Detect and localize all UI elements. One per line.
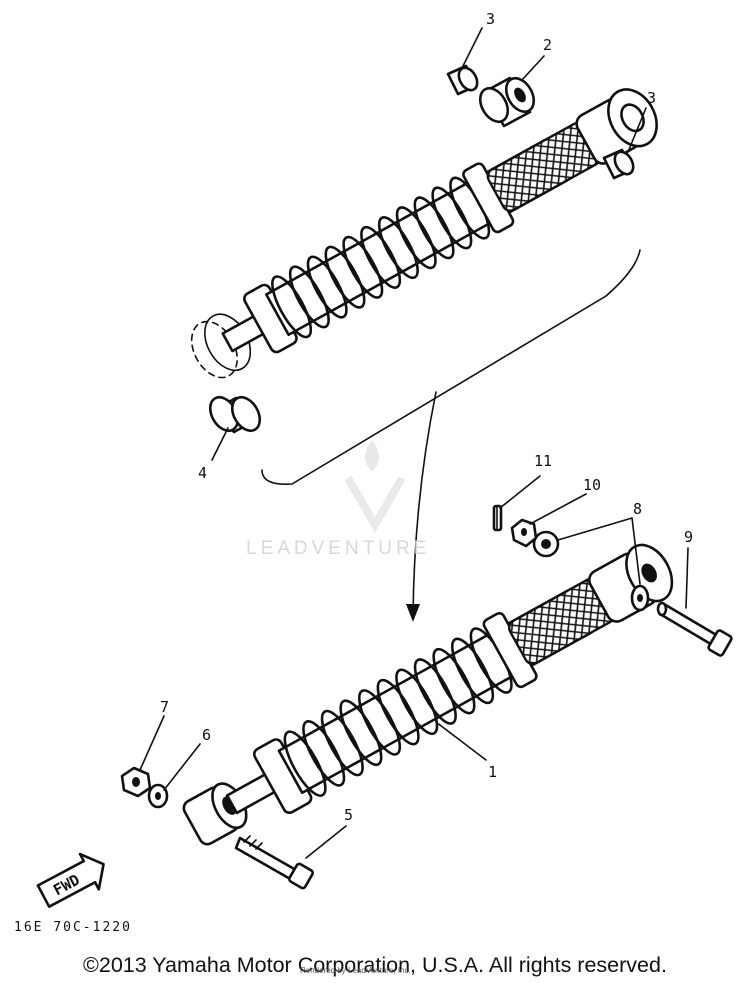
callout-2: 2 bbox=[543, 36, 552, 54]
spring-coil bbox=[377, 216, 419, 280]
callout-3-left: 3 bbox=[486, 10, 495, 28]
lower-shock-absorber-part-1 bbox=[182, 543, 674, 846]
cotter-pin-part-11 bbox=[492, 504, 503, 532]
spring-coil bbox=[283, 730, 327, 797]
watermark-logo bbox=[344, 440, 406, 534]
spring-coil bbox=[395, 668, 439, 736]
spring-coil bbox=[376, 678, 420, 746]
callout-5: 5 bbox=[344, 806, 353, 824]
callout-11: 11 bbox=[534, 452, 552, 470]
lower-bolt-part-5 bbox=[234, 835, 314, 890]
callout-6: 6 bbox=[202, 726, 211, 744]
watermark-text: LEADVENTURE bbox=[246, 538, 431, 559]
callout-4: 4 bbox=[198, 464, 207, 482]
spring-coil bbox=[288, 265, 330, 329]
callout-1: 1 bbox=[488, 763, 497, 781]
spring-coil bbox=[413, 196, 455, 260]
forward-direction-arrow: FWD bbox=[36, 852, 105, 908]
leader-lines bbox=[139, 27, 689, 859]
callout-9: 9 bbox=[684, 528, 693, 546]
upper-coil-spring bbox=[271, 176, 491, 339]
copyright-notice: ©2013 Yamaha Motor Corporation, U.S.A. A… bbox=[83, 953, 667, 977]
spring-coil bbox=[432, 647, 476, 715]
spring-coil bbox=[451, 637, 495, 705]
washer-part-8-upper bbox=[532, 530, 560, 558]
spring-coil bbox=[320, 709, 364, 777]
lower-bushing-part-4 bbox=[208, 395, 262, 434]
callout-8: 8 bbox=[633, 500, 642, 518]
spring-coil bbox=[342, 235, 384, 299]
upper-bushing-part-2 bbox=[478, 76, 536, 128]
nut-part-7 bbox=[120, 766, 152, 798]
drawing-code: 16E 70C-1220 bbox=[14, 920, 132, 935]
nut-part-10 bbox=[510, 518, 538, 548]
callout-labels: 1 2 3 3 4 5 6 7 8 9 10 11 bbox=[160, 10, 693, 824]
spring-coil bbox=[413, 658, 457, 725]
assembly-arrow bbox=[261, 249, 641, 622]
callout-10: 10 bbox=[583, 476, 601, 494]
collar-part-3-left bbox=[446, 64, 479, 96]
washer-part-6 bbox=[147, 783, 169, 809]
spring-coil bbox=[271, 275, 313, 339]
spring-coil bbox=[302, 720, 346, 787]
render-credit: Rendered by LeadVenture, Inc. bbox=[300, 966, 411, 975]
collar-part-3-right bbox=[602, 148, 635, 180]
callout-7: 7 bbox=[160, 698, 169, 716]
washer-part-8-lower bbox=[630, 584, 650, 612]
spring-coil bbox=[306, 255, 348, 319]
spring-coil bbox=[339, 699, 383, 767]
spring-coil bbox=[431, 186, 473, 250]
spring-coil bbox=[395, 206, 437, 270]
callout-3-right: 3 bbox=[647, 89, 656, 107]
upper-shock-absorber bbox=[190, 88, 658, 379]
lower-coil-spring bbox=[283, 627, 513, 797]
spring-coil bbox=[324, 245, 366, 309]
upper-bolt-part-9 bbox=[656, 601, 733, 657]
spring-coil bbox=[360, 225, 402, 289]
spring-coil bbox=[357, 689, 402, 756]
